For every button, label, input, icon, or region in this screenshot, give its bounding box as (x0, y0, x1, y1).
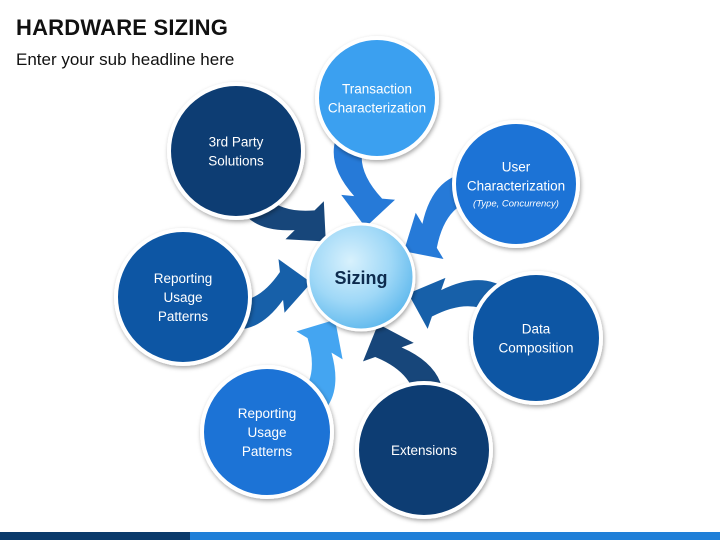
node-label-line: 3rd Party (209, 135, 264, 150)
node-circle (452, 120, 580, 248)
node-label-line: User (502, 159, 531, 174)
bottom-bar-dark (0, 532, 190, 540)
node-label-line: Solutions (208, 154, 264, 169)
node-circle (315, 36, 439, 160)
node-label-line: Characterization (467, 178, 565, 193)
center-circle (306, 222, 416, 332)
node-circle (469, 271, 603, 405)
node-sublabel: (Type, Concurrency) (473, 198, 559, 209)
bottom-bar-light (190, 532, 720, 540)
node-circle (167, 82, 305, 220)
node-label-line: Characterization (328, 101, 426, 116)
node-label-line: Transaction (342, 82, 412, 97)
node-label-line: Patterns (158, 309, 209, 324)
node-label-line: Reporting (238, 406, 297, 421)
node-label-line: Extensions (391, 443, 457, 458)
node-label-line: Usage (247, 425, 286, 440)
node-circle (200, 365, 334, 499)
node-4: Extensions (355, 381, 493, 519)
node-label-line: Reporting (154, 271, 213, 286)
node-circle (114, 228, 252, 366)
center-node: Sizing (306, 222, 416, 332)
node-circle (355, 381, 493, 519)
nodes-layer: TransactionCharacterizationUserCharacter… (114, 36, 603, 519)
center-label: Sizing (335, 268, 388, 288)
slide-subtitle: Enter your sub headline here (16, 50, 235, 69)
node-label-line: Patterns (242, 444, 293, 459)
bottom-bar (0, 532, 720, 540)
node-label-line: Data (522, 322, 551, 337)
node-label-line: Composition (498, 341, 573, 356)
node-label-line: Usage (163, 290, 202, 305)
slide-title: HARDWARE SIZING (16, 15, 228, 40)
